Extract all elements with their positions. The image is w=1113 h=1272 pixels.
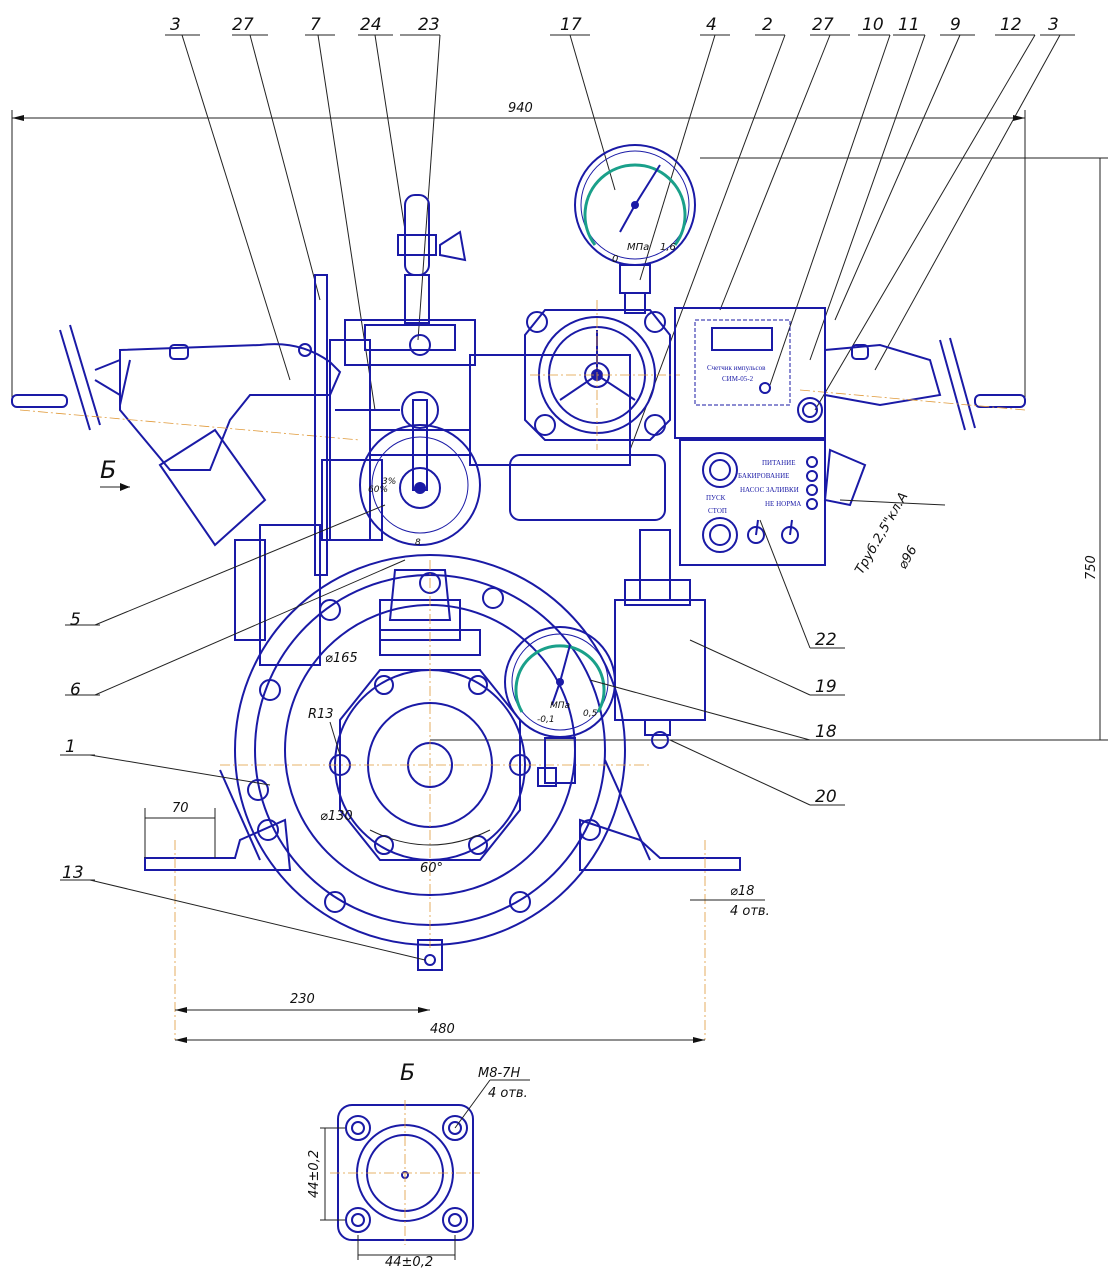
dim-d165: ⌀165 [325, 651, 358, 666]
dim-flange-v: 44±0,2 [307, 1150, 322, 1198]
callout-19: 19 [815, 677, 837, 697]
side-callout-numbers: 5 6 1 13 22 19 18 20 [62, 610, 837, 883]
callout-4: 4 [706, 15, 717, 35]
callout-10: 10 [862, 15, 884, 35]
callout-20: 20 [815, 787, 837, 807]
dim-d96: ⌀96 [895, 543, 920, 572]
section-label: Б [400, 1061, 415, 1086]
gauge-top-min: 0 [612, 254, 618, 265]
dim-angle-60: 60° [420, 861, 443, 876]
gauge-top-unit: МПа [627, 242, 649, 253]
dim-480: 480 [430, 1022, 455, 1037]
control-cabinet: Счетчик импульсов СИМ-05-2 ПУСК СТОП ПИТ… [674, 307, 867, 566]
dim-r13: R13 [308, 707, 334, 722]
callout-11: 11 [898, 15, 920, 35]
handwheel-valve-center [524, 300, 680, 450]
flange-view: Б М8-7Н 4 отв. 44±0,2 44±0,2 [307, 1061, 530, 1270]
callout-7: 7 [310, 15, 321, 35]
callout-18: 18 [815, 722, 837, 742]
dim-hole-n: 4 отв. [730, 904, 770, 919]
pump-volute [220, 554, 650, 971]
callout-17: 17 [560, 15, 582, 35]
callout-6: 6 [70, 680, 81, 700]
gauge-top-max: 1,6 [660, 242, 676, 253]
callout-1: 1 [65, 737, 76, 757]
dial-8: 8 [415, 538, 421, 548]
left-valve-assembly [11, 324, 361, 547]
dim-hole-d: ⌀18 [730, 884, 754, 899]
callout-12: 12 [1000, 15, 1022, 35]
dim-d130: ⌀130 [320, 809, 353, 824]
pump-frame [234, 194, 706, 749]
dosing-dial: 60% 3% 8 [335, 391, 481, 641]
dim-230: 230 [290, 992, 315, 1007]
callout-leaders [165, 34, 1075, 451]
dim-thread-n: 4 отв. [488, 1086, 528, 1101]
dim-thread: М8-7Н [478, 1066, 520, 1081]
top-callout-numbers: 3 27 7 24 23 17 4 2 27 10 11 9 12 3 [170, 15, 1059, 35]
dim-flange-h: 44±0,2 [385, 1255, 433, 1270]
dimension-750: 750 [430, 157, 1108, 741]
counter-model: СИМ-05-2 [722, 375, 754, 383]
view-label: Б [100, 456, 116, 484]
pressure-gauge-bottom: МПа -0,1 0,5 [504, 626, 616, 787]
indicator-priming: НАСОС ЗАЛИВКИ [740, 486, 799, 494]
gauge-bottom-max: 0,5 [583, 709, 598, 719]
callout-3-right: 3 [1048, 15, 1059, 35]
dial-60: 60% [368, 485, 388, 495]
pressure-gauge-top: МПа 0 1,6 [574, 144, 696, 314]
side-leaders [60, 504, 845, 961]
indicator-tanking: БАКИРОВАНИЕ [738, 472, 789, 480]
right-valve-assembly [799, 337, 1026, 431]
callout-5: 5 [70, 610, 81, 630]
callout-9: 9 [950, 15, 961, 35]
view-arrow: Б [100, 456, 130, 491]
callout-22: 22 [815, 630, 837, 650]
gauge-bottom-unit: МПа [550, 701, 570, 711]
callout-3-left: 3 [170, 15, 181, 35]
callout-27-left: 27 [232, 15, 254, 35]
callout-2: 2 [762, 15, 773, 35]
callout-24: 24 [360, 15, 382, 35]
callout-23: 23 [418, 15, 440, 35]
callout-27-right: 27 [812, 15, 834, 35]
start-label: ПУСК [706, 494, 726, 502]
dial-3: 3% [382, 477, 396, 487]
counter-label: Счетчик импульсов [707, 364, 766, 372]
dim-940-label: 940 [508, 101, 533, 116]
indicator-power: ПИТАНИЕ [762, 459, 795, 467]
pump-base [144, 759, 741, 1040]
dim-70: 70 [172, 801, 189, 816]
stop-label: СТОП [708, 507, 727, 515]
dim-750-label: 750 [1084, 555, 1099, 580]
callout-13: 13 [62, 863, 84, 883]
indicator-fault: НЕ НОРМА [765, 500, 801, 508]
gauge-bottom-min: -0,1 [537, 715, 555, 725]
